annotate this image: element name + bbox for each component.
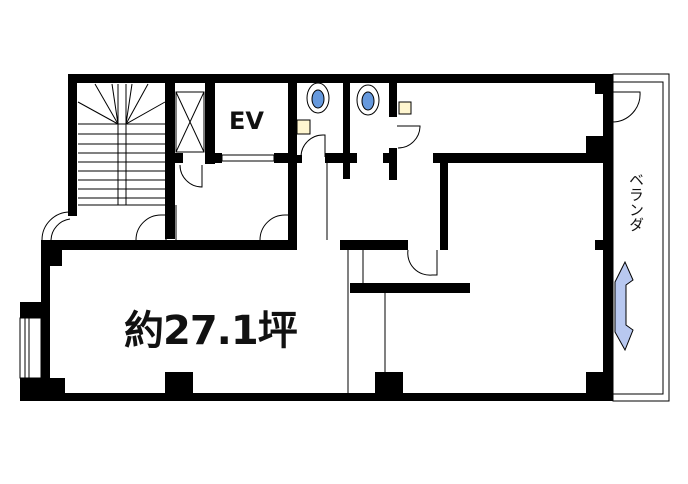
area-label: 約27.1坪 [124, 308, 298, 354]
veranda-label: ベランダ [627, 172, 645, 232]
door-swing[interactable] [300, 134, 326, 158]
door-swing[interactable] [611, 91, 641, 123]
door-swing[interactable] [135, 214, 167, 241]
door-swing[interactable] [41, 211, 71, 241]
veranda-inner-line [612, 81, 664, 395]
veranda-outline [612, 73, 670, 402]
closet [175, 91, 205, 153]
toilet [306, 75, 330, 114]
bay-window [19, 317, 42, 379]
sink [398, 101, 412, 115]
door-swing[interactable] [179, 164, 203, 188]
sink [296, 119, 311, 135]
door-swing[interactable] [397, 125, 421, 149]
walls [20, 74, 613, 401]
elevator-door [221, 154, 275, 162]
staircase [77, 83, 166, 206]
veranda-window [614, 260, 634, 352]
door-swing[interactable] [407, 249, 438, 276]
door-swing[interactable] [259, 214, 291, 241]
elevator-label: EV [229, 107, 264, 135]
door-swing[interactable] [50, 218, 71, 241]
